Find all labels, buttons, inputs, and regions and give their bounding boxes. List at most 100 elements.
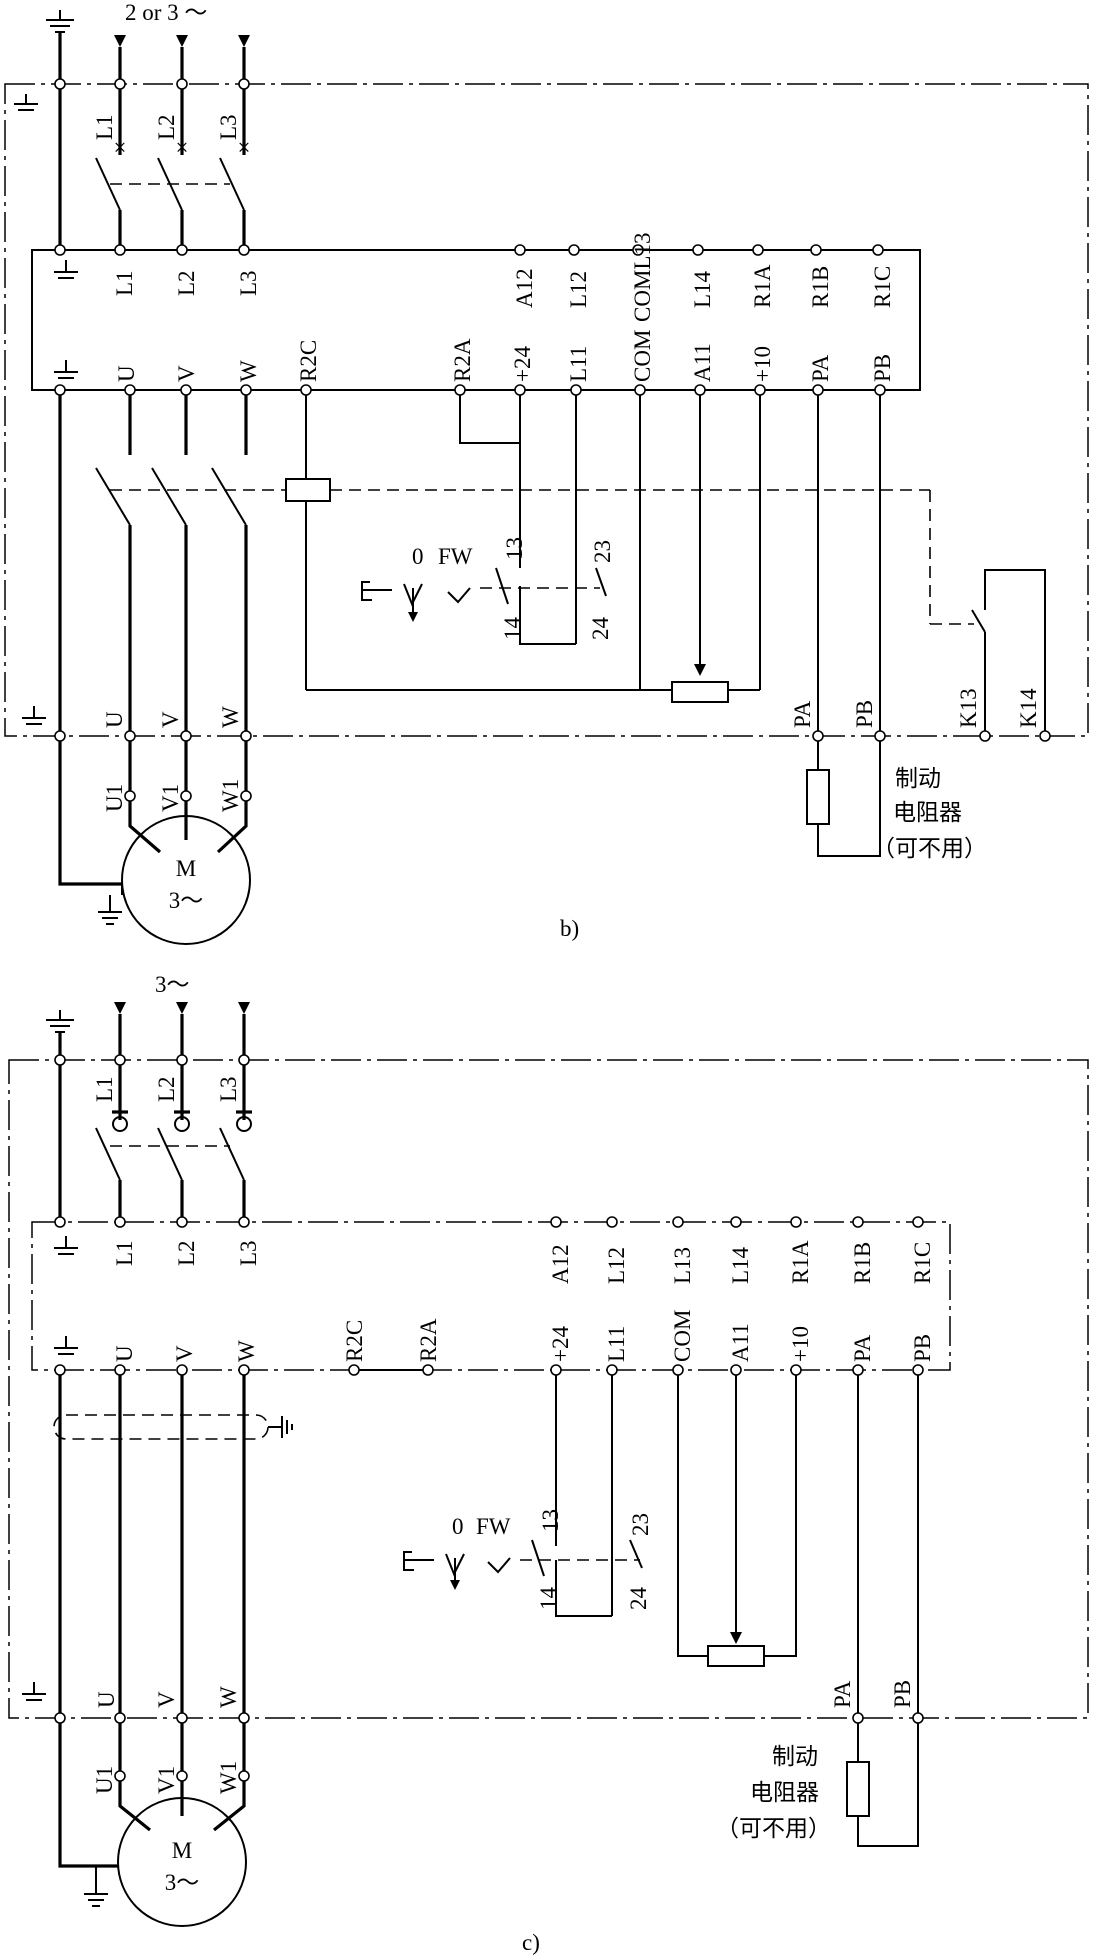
- switch-pos-0: 0: [412, 544, 424, 569]
- enclosure-c: [8, 1059, 1089, 1719]
- resistor-c-note-2: 电阻器: [750, 1780, 819, 1806]
- ground-icon: [14, 94, 38, 111]
- term-c-l14: L14: [728, 1246, 753, 1284]
- term-c-r1c: R1C: [910, 1242, 935, 1284]
- motor-term-v1: V1: [158, 784, 183, 812]
- motor-c-v1: V1: [154, 1766, 179, 1794]
- diagram-c: 3～ L1 L2 L3: [8, 972, 1089, 1955]
- term-u: U: [114, 365, 139, 382]
- supply-label-c: 3～: [155, 972, 190, 997]
- term-c-l13: L13: [670, 1247, 695, 1284]
- bottom-pb: PB: [852, 700, 877, 728]
- input-label-l3: L3: [216, 114, 241, 140]
- ground-icon: [54, 1236, 78, 1255]
- term-r2a: R2A: [450, 338, 475, 382]
- input-label-l2: L2: [154, 114, 179, 140]
- motor-term-w1: W1: [218, 779, 243, 812]
- inner-c-l1: L1: [112, 1240, 137, 1266]
- inner-c-l2: L2: [174, 1240, 199, 1266]
- term-a11: A11: [690, 343, 715, 382]
- bottom-w: W: [218, 706, 243, 728]
- caption-c: c): [522, 1930, 540, 1955]
- term-r2c: R2C: [296, 340, 321, 382]
- motor-c-w1: W1: [216, 1761, 241, 1794]
- bottom-k14: K14: [1016, 688, 1041, 728]
- bottom-pa: PA: [790, 700, 815, 728]
- term-pa: PA: [808, 354, 833, 382]
- supply-arrows-c: [114, 1002, 250, 1014]
- bottom-c-u: U: [94, 1691, 119, 1708]
- inner-l3: L3: [236, 270, 261, 296]
- term-l14: L14: [690, 270, 715, 308]
- drive-box-b: [31, 249, 921, 391]
- bottom-u: U: [102, 711, 127, 728]
- x-mark-1: ×: [114, 135, 127, 160]
- x-mark-3: ×: [238, 135, 251, 160]
- ground-icon: [46, 10, 74, 33]
- potentiometer-c: [707, 1645, 765, 1667]
- inner-l2: L2: [174, 270, 199, 296]
- switch-c-pos-0: 0: [452, 1514, 464, 1539]
- ground-icon: [54, 1336, 78, 1355]
- term-c-p10: +10: [788, 1326, 813, 1362]
- term-c-pa: PA: [850, 1334, 875, 1362]
- input-c-l1: L1: [92, 1076, 117, 1102]
- motor-c: [117, 1797, 247, 1927]
- bottom-k13: K13: [956, 688, 981, 728]
- selector-switch: 0 FW 13 14 23 24: [361, 537, 615, 641]
- term-c-com: COM: [670, 1310, 695, 1362]
- circuit-breaker: [95, 157, 246, 250]
- motor-c-m: M: [172, 1838, 192, 1863]
- term-v: V: [174, 365, 199, 382]
- contact-13: 13: [502, 537, 527, 560]
- term-c-u: U: [112, 1345, 137, 1362]
- term-pb: PB: [870, 354, 895, 382]
- motor-3ph: 3～: [169, 888, 204, 913]
- selector-switch-c: 0 FW 13 14 23 24: [403, 1509, 653, 1611]
- inner-l1: L1: [112, 270, 137, 296]
- resistor-c-note-1: 制动: [772, 1744, 818, 1770]
- term-c-r2a: R2A: [416, 1318, 441, 1362]
- motor-c-3ph: 3～: [165, 1870, 200, 1895]
- x-mark-2: ×: [176, 135, 189, 160]
- motor-c-u1: U1: [92, 1766, 117, 1794]
- inner-c-l3: L3: [236, 1240, 261, 1266]
- term-r1a: R1A: [750, 264, 775, 308]
- motor-b: [121, 815, 251, 945]
- switch-c-pos-fw: FW: [476, 1514, 511, 1539]
- term-a12: A12: [512, 268, 537, 308]
- resistor-note-2: 电阻器: [893, 800, 962, 826]
- enclosure-b: [4, 83, 1089, 737]
- input-c-l2: L2: [154, 1076, 179, 1102]
- bottom-c-pa: PA: [830, 1680, 855, 1708]
- output-contactor: [95, 395, 931, 624]
- brake-resistor-b: [806, 769, 830, 825]
- relay-contact-k: [930, 569, 1046, 736]
- bottom-v: V: [158, 711, 183, 728]
- supply-label-b: 2 or 3 ～: [125, 0, 207, 25]
- contact-23: 23: [590, 540, 615, 563]
- contact-c-24: 24: [626, 1587, 651, 1611]
- ground-icon: [98, 895, 122, 925]
- term-p24: +24: [510, 346, 535, 382]
- term-c-r1b: R1B: [850, 1242, 875, 1284]
- brake-resistor-c: [846, 1761, 870, 1817]
- term-c-w: W: [234, 1340, 259, 1362]
- bottom-c-pb: PB: [890, 1680, 915, 1708]
- term-c-l12: L12: [604, 1247, 629, 1284]
- ground-icon: [22, 706, 46, 725]
- cable-shield: [53, 1414, 293, 1440]
- resistor-note-1: 制动: [895, 766, 941, 792]
- input-c-l3: L3: [216, 1076, 241, 1102]
- term-c-a11: A11: [728, 1323, 753, 1362]
- contact-c-14: 14: [536, 1587, 561, 1611]
- potentiometer-b: [671, 681, 729, 703]
- term-com: COM: [630, 330, 655, 382]
- ground-icon: [54, 360, 78, 379]
- term-c-a12: A12: [548, 1244, 573, 1284]
- supply-arrows-b: [114, 35, 250, 47]
- term-c-p24: +24: [548, 1326, 573, 1362]
- contact-c-23: 23: [628, 1513, 653, 1536]
- contact-14: 14: [500, 617, 525, 641]
